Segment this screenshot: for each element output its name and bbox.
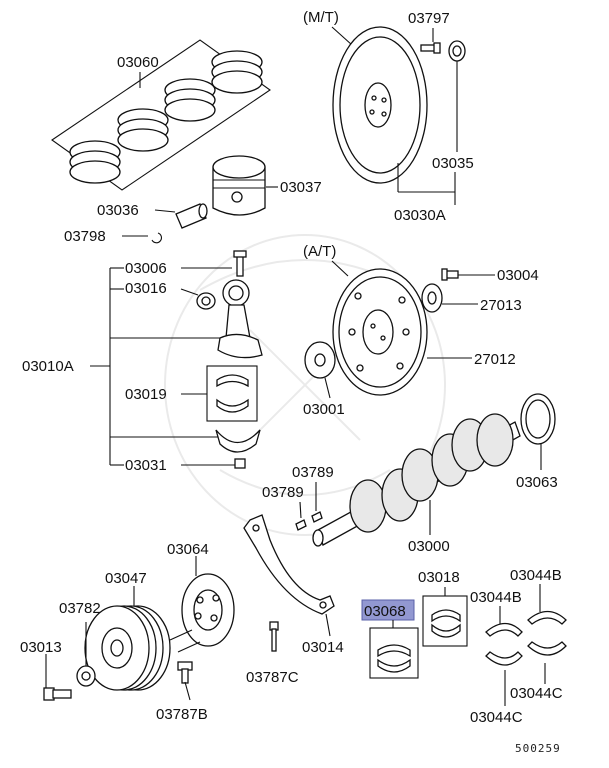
pilot-bearing[interactable] <box>448 40 466 62</box>
thrust-bearing-upper-a[interactable] <box>485 622 523 637</box>
label-03044C-b: 03044C <box>470 709 523 726</box>
crankshaft-adapter-plate[interactable] <box>304 341 336 379</box>
label-03787B: 03787B <box>156 706 208 723</box>
connecting-rod-bracket <box>90 267 220 466</box>
label-27012: 27012 <box>474 351 516 368</box>
label-03787C: 03787C <box>246 669 299 686</box>
label-03016: 03016 <box>125 280 167 297</box>
label-03036: 03036 <box>97 202 139 219</box>
connecting-rod-cap[interactable] <box>215 429 261 453</box>
crankshaft-key-a[interactable] <box>295 519 307 531</box>
label-03001: 03001 <box>303 401 345 418</box>
crank-sensing-plate[interactable] <box>181 573 235 647</box>
label-03064: 03064 <box>167 541 209 558</box>
label-03044B-a: 03044B <box>510 567 562 584</box>
diagram-reference-number: 500259 <box>515 742 561 755</box>
label-03068: 03068 <box>364 603 406 620</box>
label-03013: 03013 <box>20 639 62 656</box>
thrust-bearing-lower-a[interactable] <box>485 651 523 666</box>
crankshaft-pulley[interactable] <box>84 605 171 691</box>
label-03789-b: 03789 <box>292 464 334 481</box>
label-03004: 03004 <box>497 267 539 284</box>
label-03000: 03000 <box>408 538 450 555</box>
label-03019: 03019 <box>125 386 167 403</box>
bearing-box-03018 <box>422 595 468 647</box>
label-27013: 27013 <box>480 297 522 314</box>
bearing-box-03068 <box>369 627 419 679</box>
label-03798: 03798 <box>64 228 106 245</box>
drive-plate-adapter[interactable] <box>421 283 443 313</box>
label-03035: 03035 <box>432 155 474 172</box>
connecting-rod-bolt[interactable] <box>233 250 247 277</box>
label-03782: 03782 <box>59 600 101 617</box>
highlight-03068 <box>361 599 415 621</box>
connecting-rod-bushing[interactable] <box>196 292 216 310</box>
label-03060: 03060 <box>117 54 159 71</box>
label-03014: 03014 <box>302 639 344 656</box>
thrust-bearing-upper-b[interactable] <box>527 610 567 625</box>
connecting-rod[interactable] <box>217 279 263 359</box>
label-03789-a: 03789 <box>262 484 304 501</box>
bearing-box-03019 <box>206 365 258 422</box>
connecting-rod-nut[interactable] <box>234 458 246 469</box>
label-03006: 03006 <box>125 260 167 277</box>
piston-pin-clip[interactable] <box>151 232 162 244</box>
label-03044C-a: 03044C <box>510 685 563 702</box>
piston-rings-set[interactable] <box>51 39 271 191</box>
crank-bolt[interactable] <box>43 687 72 701</box>
label-03047: 03047 <box>105 570 147 587</box>
label-03797: 03797 <box>408 10 450 27</box>
piston-pin[interactable] <box>175 203 208 229</box>
label-03044B-b: 03044B <box>470 589 522 606</box>
pulley-bolt[interactable] <box>177 661 193 684</box>
label-03037: 03037 <box>280 179 322 196</box>
main-bearing-lower[interactable] <box>431 609 461 638</box>
label-03010A: 03010A <box>22 358 74 375</box>
label-03031: 03031 <box>125 457 167 474</box>
label-at: (A/T) <box>303 243 336 260</box>
thrust-bearing-lower-b[interactable] <box>527 641 567 656</box>
guide-bolt[interactable] <box>269 621 279 652</box>
connecting-rod-bearing[interactable] <box>216 374 249 413</box>
watermark-emblem <box>164 234 446 536</box>
flywheel-bolt-mt[interactable] <box>420 42 441 54</box>
pulley-washer[interactable] <box>76 665 96 687</box>
label-03030A: 03030A <box>394 207 446 224</box>
rear-oil-seal[interactable] <box>520 393 556 445</box>
crankshaft-key-b[interactable] <box>311 511 323 523</box>
label-mt: (M/T) <box>303 9 339 26</box>
crankshaft[interactable] <box>312 413 521 547</box>
label-03063: 03063 <box>516 474 558 491</box>
flywheel-mt[interactable] <box>332 26 428 184</box>
main-bearing-upper[interactable] <box>377 644 411 673</box>
timing-belt-guide[interactable] <box>243 514 335 615</box>
piston[interactable] <box>212 155 266 216</box>
drive-plate-at[interactable] <box>332 268 428 396</box>
label-03018: 03018 <box>418 569 460 586</box>
drive-plate-bolt[interactable] <box>441 268 459 281</box>
